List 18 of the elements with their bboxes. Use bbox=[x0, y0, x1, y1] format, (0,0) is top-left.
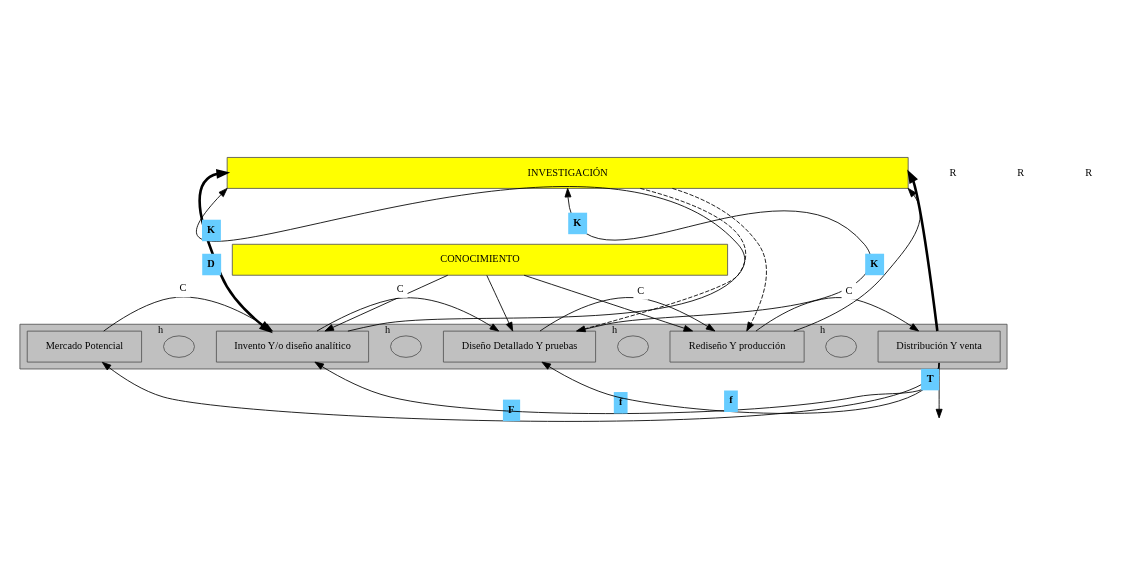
edge-label: C bbox=[396, 282, 404, 294]
label: R bbox=[1017, 166, 1025, 178]
edge-label: K bbox=[573, 216, 582, 228]
edge-label: T bbox=[926, 372, 934, 384]
edge-label: K bbox=[207, 223, 216, 235]
edge-label: f bbox=[729, 393, 733, 405]
edge-label: f bbox=[618, 395, 623, 407]
edge-label: C bbox=[845, 284, 853, 296]
node-label: h bbox=[157, 323, 164, 335]
label: R bbox=[1085, 166, 1093, 178]
node-label: h bbox=[820, 323, 826, 335]
edge-label: K bbox=[870, 257, 879, 269]
node-label: h bbox=[384, 323, 391, 335]
label: R bbox=[949, 166, 957, 178]
edge-label: C bbox=[637, 284, 645, 296]
edge-label: D bbox=[207, 257, 215, 269]
node-label: h bbox=[611, 323, 618, 335]
edge-label: C bbox=[179, 281, 187, 293]
